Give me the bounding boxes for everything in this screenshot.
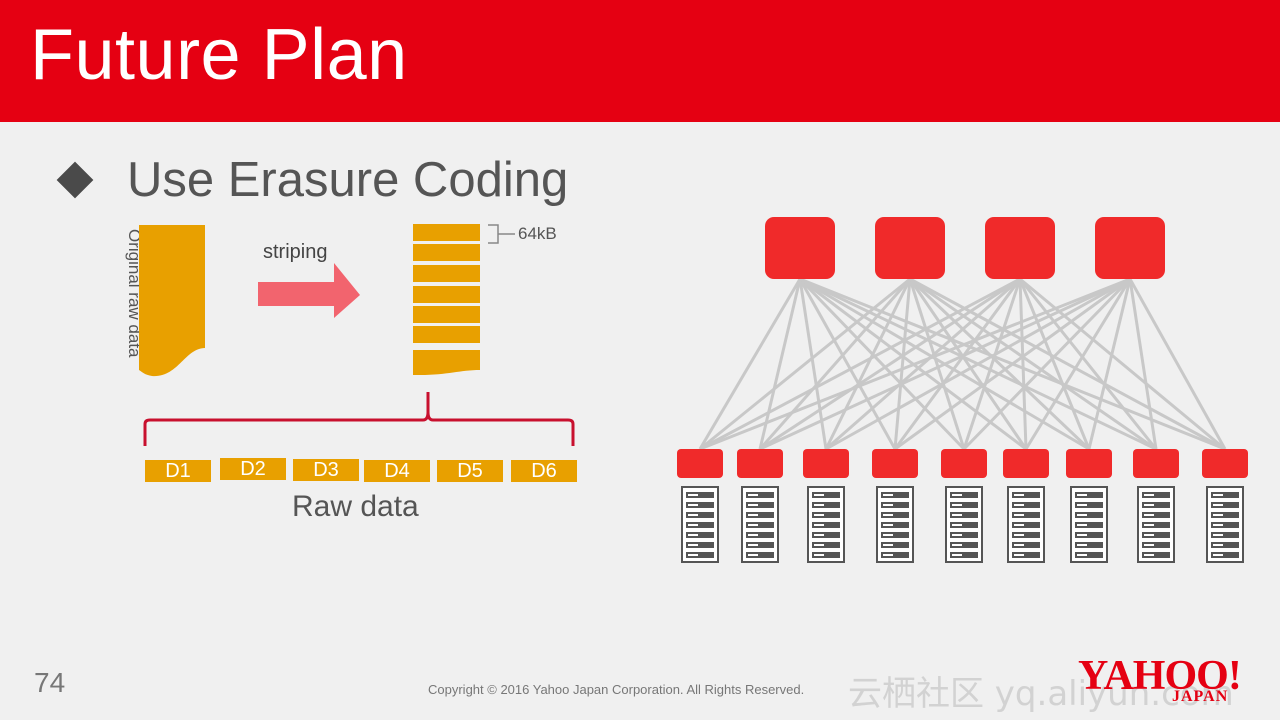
network-link xyxy=(893,278,1022,450)
original-data-shape xyxy=(139,225,205,377)
spine-switch-3 xyxy=(985,217,1055,279)
network-link xyxy=(758,278,912,450)
raw-data-brace xyxy=(143,392,575,446)
network-link xyxy=(699,277,1021,451)
leaf-switch-8 xyxy=(1133,449,1179,478)
leaf-switch-9 xyxy=(1202,449,1248,478)
network-link xyxy=(1019,277,1226,451)
block-size-bracket xyxy=(488,224,515,244)
yahoo-japan-logo-sub: JAPAN xyxy=(1172,688,1229,705)
stripe-block xyxy=(413,265,480,282)
server-rack-icon xyxy=(876,486,914,563)
spine-switch-1 xyxy=(765,217,835,279)
leaf-switch-4 xyxy=(872,449,918,478)
server-rack-icon xyxy=(807,486,845,563)
network-link xyxy=(893,278,912,450)
stripe-stack xyxy=(413,224,480,375)
network-link xyxy=(759,277,1131,451)
network-link xyxy=(1128,278,1158,450)
leaf-switch-1 xyxy=(677,449,723,478)
yahoo-japan-logo: YAHOO! xyxy=(1078,653,1242,699)
raw-data-label: Raw data xyxy=(292,490,419,523)
network-link xyxy=(908,278,1028,450)
stripe-block xyxy=(413,306,480,323)
leaf-switch-7 xyxy=(1066,449,1112,478)
network-link xyxy=(1018,278,1028,450)
stripe-block xyxy=(413,326,480,343)
stripe-block xyxy=(413,244,480,261)
spine-switch-4 xyxy=(1095,217,1165,279)
striping-arrow-icon xyxy=(258,263,360,318)
network-link xyxy=(824,278,912,450)
server-rack-icon xyxy=(1070,486,1108,563)
network-links xyxy=(698,277,1227,451)
striping-label: striping xyxy=(263,241,328,263)
leaf-switch-5 xyxy=(941,449,987,478)
server-rack-icon xyxy=(1137,486,1175,563)
block-size-label: 64kB xyxy=(518,224,557,243)
raw-block-d5: D5 xyxy=(437,460,503,482)
bullet-text: Use Erasure Coding xyxy=(127,153,569,207)
network-link xyxy=(1018,278,1158,450)
network-link xyxy=(759,277,1021,451)
network-link xyxy=(908,277,1091,451)
server-rack-icon xyxy=(681,486,719,563)
network-link xyxy=(698,278,802,450)
stripe-block xyxy=(413,286,480,303)
page-number: 74 xyxy=(34,667,66,698)
server-rack-icon xyxy=(741,486,779,563)
watermark-text: 云栖社区 yq.aliyun.com xyxy=(848,674,1234,714)
network-link xyxy=(1087,278,1132,450)
raw-block-d3: D3 xyxy=(293,459,359,481)
raw-block-d2: D2 xyxy=(220,458,286,480)
network-link xyxy=(1024,278,1132,450)
network-link xyxy=(962,278,1022,450)
title-bar: Future Plan xyxy=(0,0,1280,122)
network-link xyxy=(894,277,1131,451)
spine-switch-2 xyxy=(875,217,945,279)
raw-block-d1: D1 xyxy=(145,460,211,482)
network-link xyxy=(699,277,911,451)
network-link xyxy=(909,277,1226,451)
network-link xyxy=(1018,278,1091,450)
server-rack-icon xyxy=(1206,486,1244,563)
server-rack-icon xyxy=(1007,486,1045,563)
stripe-block xyxy=(413,350,480,375)
leaf-switch-6 xyxy=(1003,449,1049,478)
copyright-text: Copyright © 2016 Yahoo Japan Corporation… xyxy=(428,682,805,697)
leaf-switch-3 xyxy=(803,449,849,478)
stripe-block xyxy=(413,224,480,241)
network-link xyxy=(825,277,1021,451)
network-link xyxy=(699,277,1131,451)
raw-block-d4: D4 xyxy=(364,460,430,482)
raw-block-d6: D6 xyxy=(511,460,577,482)
network-link xyxy=(962,277,1132,451)
server-rack-icon xyxy=(945,486,983,563)
network-link xyxy=(825,277,1131,451)
leaf-switch-2 xyxy=(737,449,783,478)
network-link xyxy=(1128,278,1227,450)
network-link xyxy=(909,277,1157,451)
network-link xyxy=(908,278,966,450)
network-link xyxy=(758,278,802,450)
slide-title: Future Plan xyxy=(30,15,408,95)
